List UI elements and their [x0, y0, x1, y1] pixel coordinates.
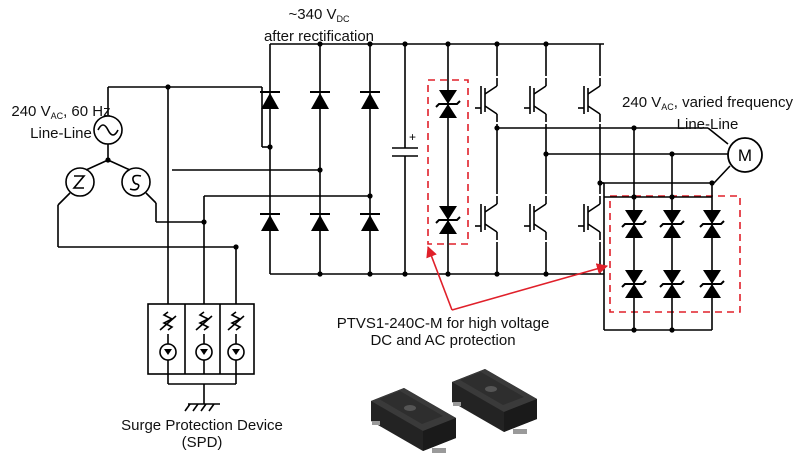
igbt-icon	[474, 195, 498, 241]
ac-input-subscript: AC	[50, 111, 64, 121]
ptvs-ac-feeds	[633, 128, 713, 197]
phase-coil-a-icon	[65, 167, 95, 197]
tvs-diode-icon	[659, 269, 685, 299]
tvs-diode-icon	[659, 209, 685, 239]
diode-icon	[359, 91, 381, 110]
tvs-diode-icon	[435, 205, 461, 235]
ac-output-line-line: Line-Line	[676, 116, 739, 133]
igbt-icon	[577, 77, 601, 123]
tvs-diode-icon	[621, 209, 647, 239]
spd-caption-line2: (SPD)	[181, 434, 223, 451]
inverter-switches	[474, 77, 601, 241]
tvs-diode-icon	[699, 269, 725, 299]
diode-icon	[309, 91, 331, 110]
igbt-icon	[577, 195, 601, 241]
annotation-arrows	[426, 245, 609, 311]
inverter-bridge	[496, 44, 731, 274]
diode-icon	[259, 91, 281, 110]
dc-voltage-subscript: DC	[336, 14, 350, 24]
dc-voltage-value: ~340 V	[288, 6, 337, 23]
ac-output-subscript: AC	[661, 102, 674, 112]
ptvs-ac-highlight-box	[609, 195, 741, 313]
spd-caption-line1: Surge Protection Device	[121, 417, 283, 434]
ptvs-caption: PTVS1-240C-M for high voltage DC and AC …	[318, 315, 568, 349]
ptvs-caption-line2: DC and AC protection	[370, 332, 516, 349]
igbt-icon	[474, 77, 498, 123]
dc-voltage-note: after rectification	[263, 28, 375, 45]
tvs-diode-icon	[621, 269, 647, 299]
rectifier-bridge	[172, 43, 604, 275]
motor	[727, 137, 763, 173]
ptvs-package-image-right	[452, 369, 537, 434]
ptvs-ac-array	[600, 182, 741, 331]
ptvs-dc-bus	[427, 44, 469, 274]
tvs-diode-icon	[435, 89, 461, 119]
motor-icon	[727, 137, 763, 173]
igbt-icon	[523, 195, 547, 241]
tvs-diode-icon	[699, 209, 725, 239]
surge-protection-device	[147, 87, 255, 412]
igbt-icon	[523, 77, 547, 123]
capacitor-plus-sign: +	[409, 130, 416, 144]
ac-input-frequency: , 60 Hz	[63, 103, 111, 120]
ac-input-value: 240 V	[11, 103, 51, 120]
ac-source	[57, 86, 262, 248]
diode-icon	[309, 213, 331, 232]
dc-bus-capacitor	[392, 44, 418, 274]
ac-input-line-line: Line-Line	[30, 125, 92, 142]
motor-label: M	[738, 146, 752, 165]
ac-output-label: 240 VAC, varied frequency Line-Line	[615, 94, 800, 133]
phase-coil-b-icon	[121, 167, 151, 197]
dc-voltage-label: ~340 VDC after rectification	[258, 6, 380, 45]
ac-output-frequency: , varied frequency	[673, 94, 793, 111]
spd-caption: Surge Protection Device (SPD)	[112, 417, 292, 451]
ptvs-dc-highlight-box	[427, 79, 469, 245]
ptvs-package-image-left	[371, 388, 456, 453]
ac-input-label: 240 VAC, 60 Hz Line-Line	[6, 103, 116, 142]
diode-icon	[359, 213, 381, 232]
junction-dots	[105, 41, 715, 333]
gdt-markers	[164, 349, 240, 355]
ac-output-value: 240 V	[622, 94, 662, 111]
ptvs-caption-line1: PTVS1-240C-M for high voltage	[336, 315, 550, 332]
diode-icon	[259, 213, 281, 232]
